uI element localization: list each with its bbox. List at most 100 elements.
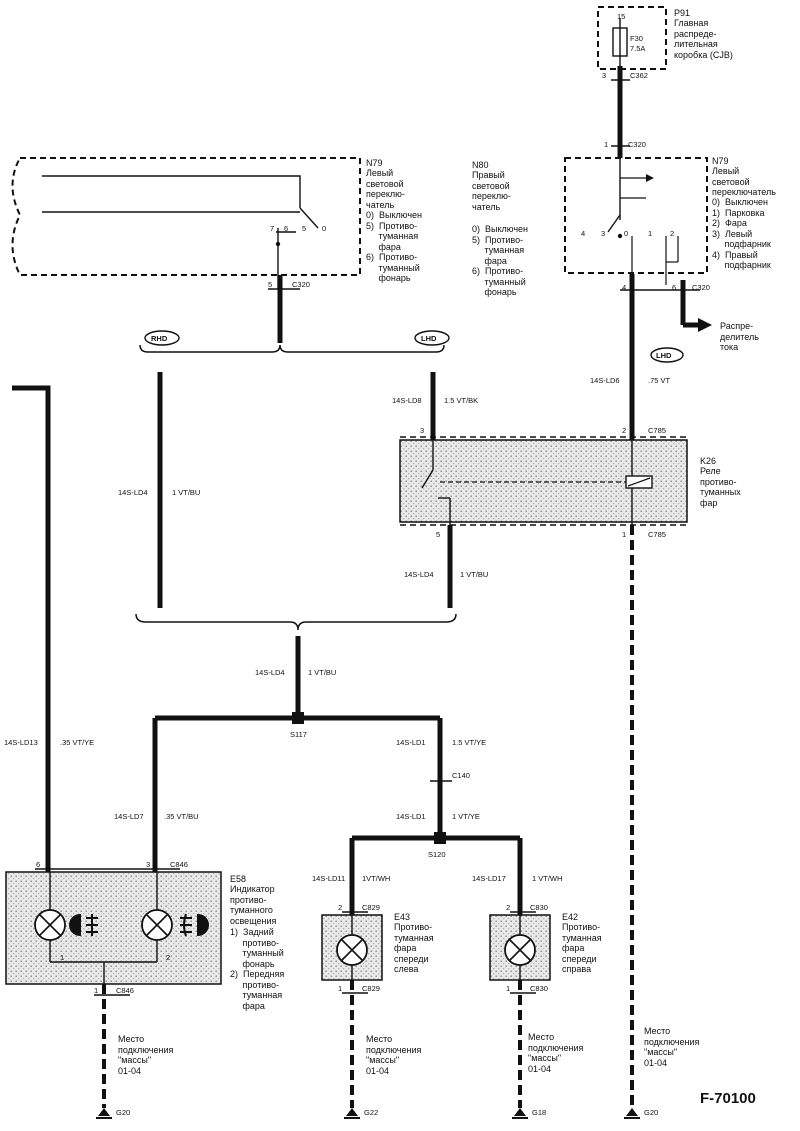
switch-lhd-out-pin-4: 4	[622, 283, 627, 292]
wire-ld4-lhd-code: 14S-LD4	[404, 570, 434, 579]
indicator-lamp-pin-2: 2	[166, 953, 171, 962]
splice-s120-label: S120	[428, 850, 446, 859]
switch-lhd-pin-3: 3	[601, 229, 606, 238]
lhd-badge-right-label: LHD	[656, 351, 672, 360]
relay-in-connector: C785	[648, 426, 666, 435]
ground-point-g22: G22	[364, 1108, 379, 1117]
ground-label-e58: Место подключения "массы" 01-04	[118, 1034, 174, 1076]
splice-s117-label: S117	[290, 730, 307, 739]
rhd-badge-label: RHD	[151, 334, 168, 343]
lamp-left-connector-bottom: C829	[362, 984, 380, 993]
switch-rhd-track1	[42, 175, 301, 208]
rhd-badge	[144, 330, 180, 346]
ground-label-e42: Место подключения "массы" 01-04	[528, 1032, 584, 1074]
ground-point-g18: G18	[532, 1108, 547, 1117]
connector-c140-label: C140	[452, 771, 470, 780]
wire-ld4-common-spec: 1 VT/BU	[308, 668, 337, 677]
relay-pin-1: 1	[622, 530, 627, 539]
switch-lhd-pin-1: 1	[648, 229, 653, 238]
switch-rhd-pin-6: 6	[284, 224, 289, 233]
indicator-lamp1-x2	[39, 914, 61, 936]
fuse-pin-in: 15	[617, 12, 626, 21]
switch-rhd-pin-7: 7	[270, 224, 275, 233]
wire-ld1b-code: 14S-LD1	[396, 812, 426, 821]
ground-point-g20-right: G20	[644, 1108, 659, 1117]
switch-lhd-pin-dot	[617, 233, 623, 239]
switch-rhd-connector: C320	[292, 280, 310, 289]
switch-lhd-positions: 0) Выключен 1) Парковка 2) Фара 3) Левый…	[712, 197, 771, 270]
wire-ld4-common-code: 14S-LD4	[255, 668, 285, 677]
switch-lhd-in-pin: 1	[604, 140, 609, 149]
wire-ld13	[12, 385, 51, 872]
indicator-connector-top: C846	[170, 860, 188, 869]
indicator-pin-bottom: 1	[94, 986, 99, 995]
splice-s117	[292, 712, 304, 724]
lamp-left-pin-top: 2	[338, 903, 343, 912]
ground-symbol-g20-right	[624, 1108, 640, 1119]
wire-ld6-spec: .75 VT	[648, 376, 671, 385]
lamp-right-x2	[509, 939, 531, 961]
splice-s120	[434, 832, 446, 844]
switch-lhd-pin-4: 4	[581, 229, 586, 238]
wire-ld4-lhd-spec: 1 VT/BU	[460, 570, 489, 579]
ground-symbol-g20-left	[96, 1108, 112, 1119]
indicator-pin-6: 6	[36, 860, 41, 869]
switch-n80-ref: N80	[472, 160, 489, 170]
variant-bracket-top	[139, 344, 445, 353]
wire-ld1a-code: 14S-LD1	[396, 738, 426, 747]
fuse-ref: F30	[630, 34, 643, 43]
switch-rhd-ref: N79	[366, 158, 383, 168]
front-fog-icon	[180, 913, 209, 937]
relay-coil-diag	[627, 477, 651, 487]
lamp-right-ref: E42	[562, 912, 579, 922]
lamp-left-desc: Противо- туманная фара спереди слева	[394, 922, 434, 974]
wire-ld1b-spec: 1 VT/YE	[452, 812, 480, 821]
relay-desc: Реле противо- туманных фар	[700, 466, 741, 508]
switch-lhd-arrow	[646, 174, 654, 182]
rear-fog-icon	[69, 913, 98, 937]
relay-pin-3: 3	[420, 426, 425, 435]
wire-ld17-code: 14S-LD17	[472, 874, 506, 883]
switch-rhd-positions: 0) Выключен 5) Противо- туманная фара 6)…	[366, 210, 422, 283]
switch-lhd-outline	[564, 157, 708, 274]
relay-out-connector: C785	[648, 530, 666, 539]
figure-id: F-70100	[700, 1090, 756, 1107]
indicator-lamp-pin-1: 1	[60, 953, 65, 962]
wire-ld7-code: 14S-LD7	[114, 812, 144, 821]
switch-lhd-blade	[607, 214, 621, 233]
switch-n80-desc: Правый световой переклю- чатель	[472, 170, 511, 212]
ground-point-g20-left: G20	[116, 1108, 131, 1117]
fuse-connector: C362	[630, 71, 648, 80]
fuse-box-desc: Главная распреде- лительная коробка (CJB…	[674, 18, 733, 60]
ground-symbol-g22	[344, 1108, 360, 1119]
switch-rhd-blade	[299, 207, 319, 229]
indicator-lamp2-x2	[146, 914, 168, 936]
switch-lhd-pin-2: 2	[670, 229, 675, 238]
indicator-connector-bottom: C846	[116, 986, 134, 995]
indicator-ref: E58	[230, 874, 247, 884]
fuse-pin-out: 3	[602, 71, 607, 80]
wire-ld4-rhd-code: 14S-LD4	[118, 488, 148, 497]
lamp-right-connector-bottom: C830	[530, 984, 548, 993]
distributor-label: Распре- делитель тока	[720, 321, 759, 352]
wire-ld11-code: 14S-LD11	[312, 874, 346, 883]
switch-lhd-in-connector: C320	[628, 140, 646, 149]
fuse-box-ref: P91	[674, 8, 691, 18]
lamp-left-pin-bottom: 1	[338, 984, 343, 993]
lhd-badge-right	[650, 347, 684, 363]
ground-label-e43: Место подключения "массы" 01-04	[366, 1034, 422, 1076]
wire-ld7-spec: .35 VT/BU	[164, 812, 199, 821]
lamp-left-x2	[341, 939, 363, 961]
wire-ld11-spec: 1VT/WH	[362, 874, 391, 883]
relay-pin-5: 5	[436, 530, 441, 539]
switch-rhd-desc: Левый световой переклю- чатель	[366, 168, 405, 210]
switch-n80-positions: 0) Выключен 5) Противо- туманная фара 6)…	[472, 224, 528, 297]
fuse-box-outline	[597, 6, 667, 70]
switch-lhd-ref: N79	[712, 156, 729, 166]
switch-lhd-out-pin-6: 6	[672, 283, 677, 292]
wire-ld6-code: 14S-LD6	[590, 376, 620, 385]
variant-bracket-bottom	[135, 613, 457, 631]
relay-contact-blade	[421, 469, 434, 489]
